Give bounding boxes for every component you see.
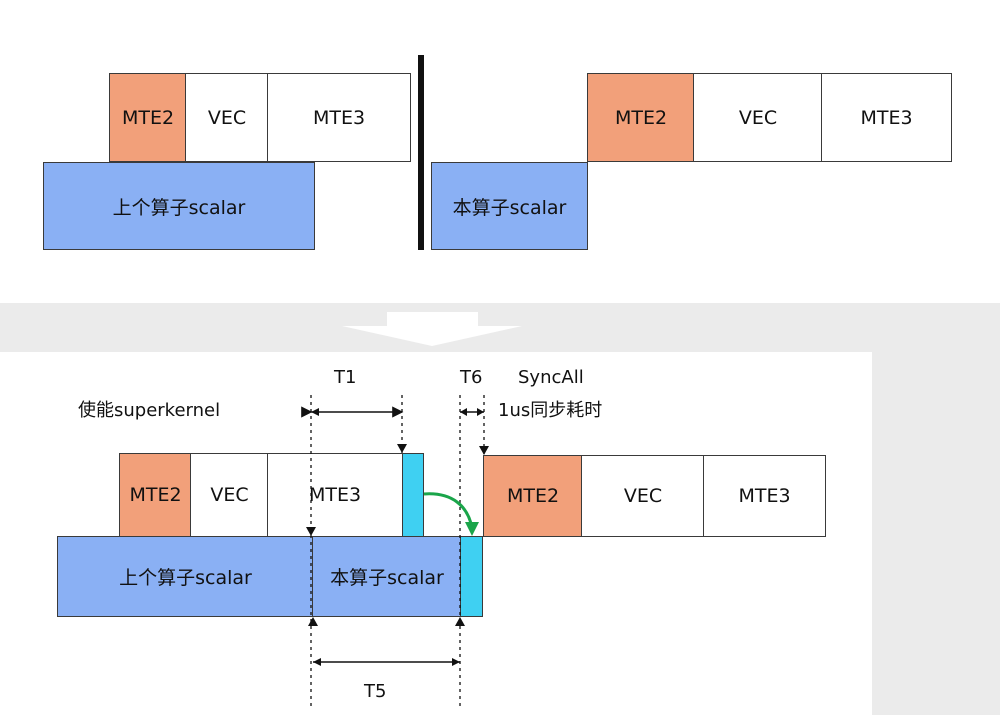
down-arrow-shape [342,312,522,346]
top-left-vec-label: VEC [207,106,247,129]
bottom-left-mte2-label: MTE2 [129,484,182,506]
bottom-left-mte3-block: MTE3 [267,453,403,537]
top-prev-scalar-label: 上个算子scalar [112,196,246,219]
top-cur-scalar-label: 本算子scalar [452,196,567,219]
top-prev-scalar-block: 上个算子scalar [43,162,315,250]
top-right-mte3-label: MTE3 [860,106,913,129]
t5-label: T5 [364,681,387,702]
top-panel: MTE2 VEC MTE3 上个算子scalar MTE2 VEC MTE3 本… [0,0,1000,303]
bottom-cur-scalar-label: 本算子scalar [330,567,444,589]
bottom-right-vec-label: VEC [623,485,663,507]
bottom-left-mte2-block: MTE2 [119,453,192,537]
top-right-mte2-label: MTE2 [614,106,668,129]
top-left-vec-block: VEC [185,73,269,162]
top-left-mte2-label: MTE2 [121,106,175,129]
bottom-sync-block-upper [402,453,424,537]
bottom-right-mte2-label: MTE2 [506,485,560,507]
top-left-mte2-block: MTE2 [109,73,187,162]
bottom-left-vec-block: VEC [190,453,269,537]
bottom-right-mte3-block: MTE3 [703,455,826,537]
top-cur-scalar-block: 本算子scalar [431,162,588,250]
bottom-prev-scalar-block: 上个算子scalar [57,536,314,617]
top-right-mte3-block: MTE3 [821,73,952,162]
t1-label: T1 [334,367,357,388]
top-right-mte2-block: MTE2 [587,73,695,162]
bottom-panel: 使能superkernel T1 T6 SyncAll 1us同步耗时 T5 M… [0,352,872,715]
bottom-right-mte2-block: MTE2 [483,455,583,537]
bottom-left-mte3-label: MTE3 [308,484,362,506]
bottom-right-vec-block: VEC [581,455,705,537]
top-left-mte3-label: MTE3 [312,106,366,129]
bottom-right-mte3-label: MTE3 [738,485,791,507]
bottom-sync-block-lower [460,536,483,617]
bottom-cur-scalar-block: 本算子scalar [312,536,462,617]
top-left-mte3-block: MTE3 [267,73,411,162]
superkernel-caption: 使能superkernel [78,400,221,421]
bottom-left-vec-label: VEC [210,484,249,506]
t6-label: T6 [460,367,483,388]
top-right-vec-label: VEC [738,106,778,129]
bottom-prev-scalar-label: 上个算子scalar [119,567,252,589]
top-right-vec-block: VEC [693,73,823,162]
top-separator-bar [418,55,424,250]
sync-cost-label: 1us同步耗时 [498,400,603,421]
syncall-label: SyncAll [518,367,584,388]
